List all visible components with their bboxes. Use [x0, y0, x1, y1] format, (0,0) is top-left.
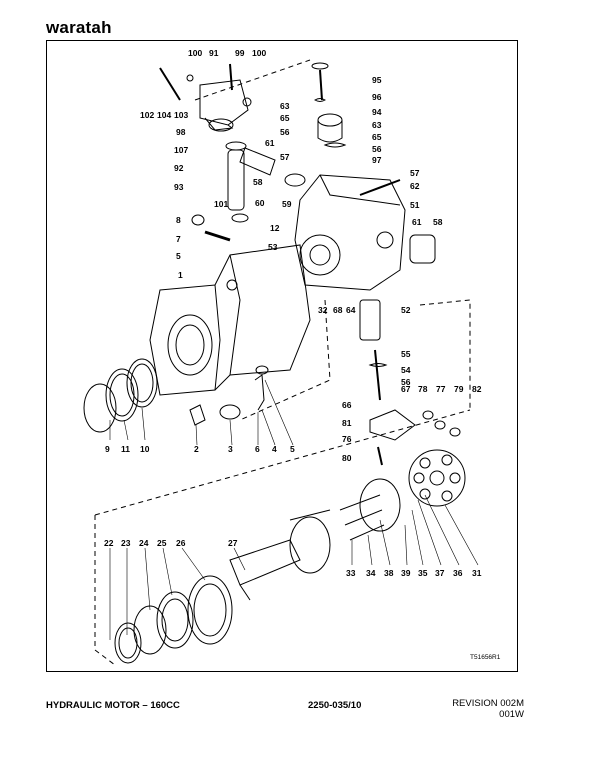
callout-number: 11	[121, 444, 130, 454]
callout-number: 10	[140, 444, 150, 454]
callout-number: 104	[157, 110, 171, 120]
callout-number: 96	[372, 92, 382, 102]
callout-number: 55	[401, 349, 411, 359]
callout-number: 58	[253, 177, 263, 187]
callout-number: 32	[318, 305, 328, 315]
valve-block-part	[294, 174, 406, 291]
callout-number: 2	[194, 444, 199, 454]
callout-number: 79	[454, 384, 464, 394]
callout-number: 76	[342, 434, 352, 444]
callout-number: 9	[105, 444, 110, 454]
callout-number: 94	[372, 107, 382, 117]
callout-number: 37	[435, 568, 445, 578]
callout-number: 63	[280, 101, 290, 111]
callout-number: 62	[410, 181, 420, 191]
callout-number: 1	[178, 270, 183, 280]
callout-number: 61	[265, 138, 275, 148]
drawing-frame	[46, 40, 518, 672]
callout-number: 59	[282, 199, 292, 209]
callout-number: 103	[174, 110, 188, 120]
callout-number: 39	[401, 568, 411, 578]
callout-number: 25	[157, 538, 167, 548]
drawing-reference-code: T51656R1	[470, 654, 501, 661]
callout-number: 26	[176, 538, 186, 548]
callout-number: 8	[176, 215, 181, 225]
callout-number: 80	[342, 453, 352, 463]
drive-shaft-part	[229, 539, 301, 586]
motor-housing-part	[149, 284, 221, 396]
callout-number: 63	[372, 120, 382, 130]
callout-number: 51	[410, 200, 420, 210]
callout-number: 102	[140, 110, 154, 120]
callout-number: 52	[401, 305, 411, 315]
callout-number: 38	[384, 568, 394, 578]
document-title: HYDRAULIC MOTOR – 160CC	[46, 700, 180, 711]
callout-number: 100	[252, 48, 266, 58]
callout-number: 56	[372, 144, 382, 154]
callout-number: 33	[346, 568, 356, 578]
callout-number: 6	[255, 444, 260, 454]
callout-number: 98	[176, 127, 186, 137]
callout-number: 12	[270, 223, 280, 233]
port-plate-part	[408, 449, 466, 507]
callout-number: 57	[280, 152, 290, 162]
brand-logo-text: waratah	[46, 18, 112, 37]
callout-number: 97	[372, 155, 382, 165]
callout-number: 53	[268, 242, 278, 252]
callout-number: 24	[139, 538, 149, 548]
callout-number: 99	[235, 48, 245, 58]
callout-number: 68	[333, 305, 343, 315]
callout-number: 101	[214, 199, 228, 209]
callout-number: 58	[433, 217, 443, 227]
callout-number: 5	[290, 444, 295, 454]
callout-number: 61	[412, 217, 422, 227]
callout-number: 56	[401, 377, 411, 387]
callout-number: 22	[104, 538, 114, 548]
callout-number: 64	[346, 305, 356, 315]
revision-block: REVISION 002M 001W	[452, 698, 524, 720]
callout-number: 23	[121, 538, 131, 548]
callout-number: 3	[228, 444, 233, 454]
callout-number: 56	[280, 127, 290, 137]
callout-number: 5	[176, 251, 181, 261]
revision-line: REVISION 002M	[452, 698, 524, 709]
callout-number: 27	[228, 538, 238, 548]
cover-plate-part	[199, 79, 249, 126]
callout-number: 82	[472, 384, 482, 394]
callout-number: 31	[472, 568, 482, 578]
callout-number: 65	[372, 132, 382, 142]
callout-number: 100	[188, 48, 202, 58]
callout-number: 57	[410, 168, 420, 178]
callout-number: 92	[174, 163, 184, 173]
callout-number: 95	[372, 75, 382, 85]
callout-number: 81	[342, 418, 352, 428]
callout-number: 35	[418, 568, 428, 578]
callout-number: 7	[176, 234, 181, 244]
callout-labels: 100 91 99 100 95 96 94 63 65 56 57 63 65…	[104, 48, 482, 578]
callout-number: 66	[342, 400, 352, 410]
callout-number: 107	[174, 145, 188, 155]
callout-number: 93	[174, 182, 184, 192]
callout-number: 36	[453, 568, 463, 578]
callout-number: 78	[418, 384, 428, 394]
section-divider-line	[194, 59, 311, 101]
callout-number: 67	[401, 384, 411, 394]
callout-number: 4	[272, 444, 277, 454]
callout-number: 91	[209, 48, 219, 58]
revision-line: 001W	[499, 709, 524, 720]
document-code: 2250-035/10	[308, 700, 362, 711]
callout-number: 60	[255, 198, 265, 208]
callout-number: 34	[366, 568, 376, 578]
callout-number: 54	[401, 365, 411, 375]
callout-number: 77	[436, 384, 446, 394]
callout-number: 65	[280, 113, 290, 123]
